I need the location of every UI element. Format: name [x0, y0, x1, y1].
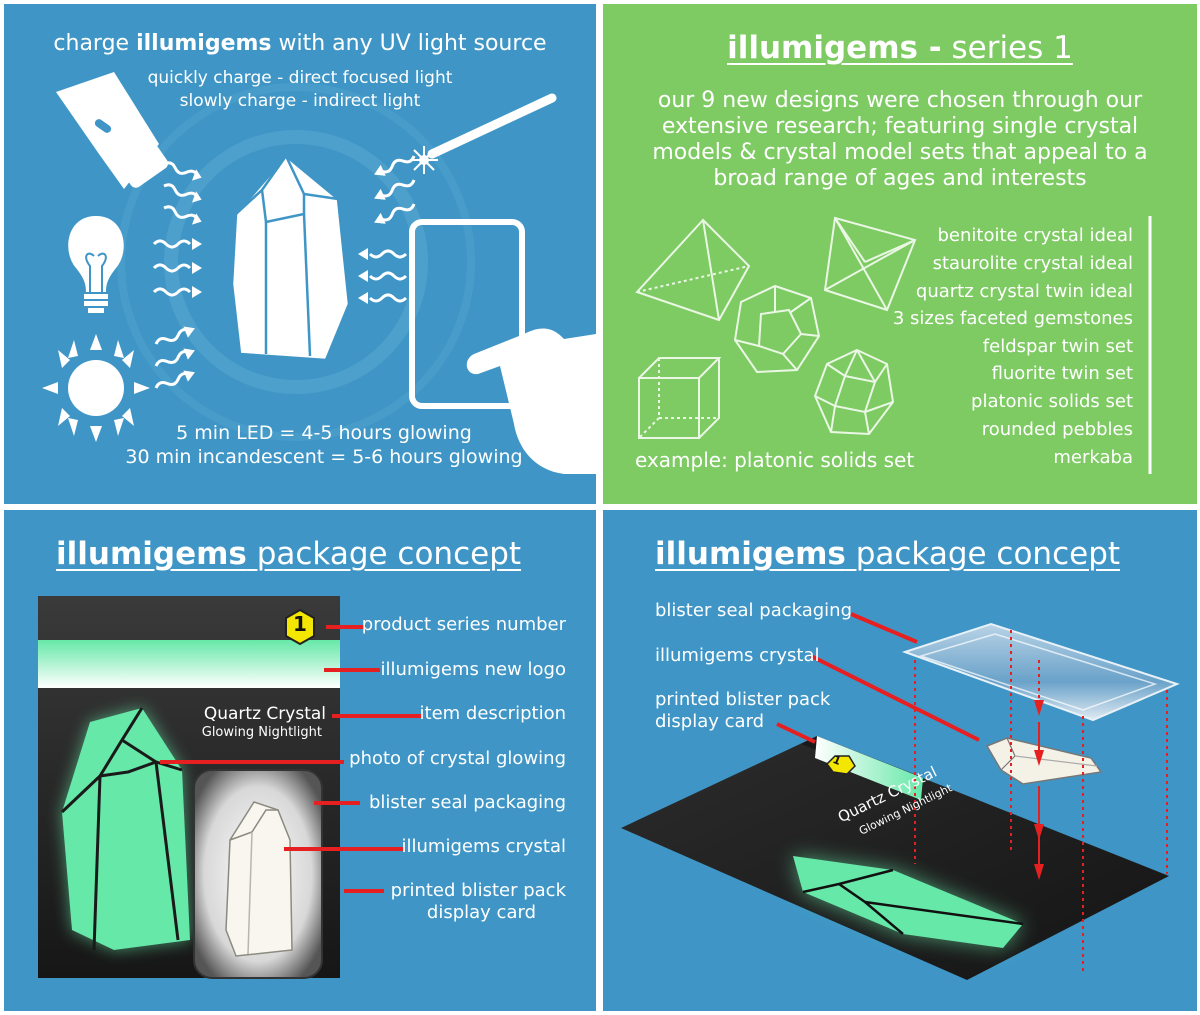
- crystal-icon: [230, 153, 351, 362]
- quick-charge-text: quickly charge - direct focused light: [147, 68, 453, 88]
- callout-label: display card: [426, 902, 536, 923]
- callout-line: [850, 612, 918, 644]
- uv-charging-illustration: [42, 72, 596, 474]
- sun-icon: [42, 334, 150, 442]
- icosahedron-icon: [813, 348, 895, 436]
- laser-pointer-icon: [410, 93, 557, 174]
- series-description: our 9 new designs were chosen through ou…: [652, 88, 1148, 191]
- blister-label: blister seal packaging: [655, 600, 853, 621]
- package-exploded-panel: illumigems package concept: [603, 510, 1197, 1011]
- dodecahedron-icon: [733, 284, 821, 374]
- callout-label: printed blister pack: [390, 880, 566, 901]
- light-bulb-icon: [68, 216, 124, 313]
- crystal-piece: [985, 737, 1103, 785]
- design-item: staurolite crystal ideal: [932, 253, 1133, 274]
- design-item: fluorite twin set: [991, 363, 1133, 384]
- panel3-title: illumigems package concept: [56, 536, 522, 572]
- octahedron-icon: [823, 216, 917, 312]
- package-front-panel: illumigems package concept: [4, 510, 596, 1011]
- callout-label: photo of crystal glowing: [349, 748, 566, 769]
- callout-label: illumigems crystal: [401, 836, 567, 857]
- card-label-line1: printed blister pack: [655, 689, 831, 710]
- blister-seal: [901, 622, 1180, 722]
- callout-label: blister seal packaging: [368, 792, 566, 813]
- flashlight-icon: [56, 72, 169, 189]
- design-item: quartz crystal twin ideal: [915, 281, 1133, 302]
- series-number-badge: 1: [293, 612, 307, 636]
- panel2-title: illumigems - series 1: [727, 30, 1073, 66]
- design-item: rounded pebbles: [981, 419, 1133, 440]
- led-glow-stat: 5 min LED = 4-5 hours glowing: [176, 422, 472, 444]
- display-card: [38, 596, 340, 979]
- design-item: benitoite crystal ideal: [937, 225, 1133, 246]
- phone-in-hand-icon: [409, 219, 596, 474]
- card-item-title: Quartz Crystal: [203, 704, 326, 724]
- incandescent-glow-stat: 30 min incandescent = 5-6 hours glowing: [125, 446, 523, 468]
- card-label-line2: display card: [655, 711, 765, 732]
- uv-charging-panel: charge illumigems with any UV light sour…: [4, 4, 596, 504]
- callout-label: item description: [419, 703, 566, 724]
- exploded-package-drawing: [621, 612, 1180, 980]
- design-item: platonic solids set: [971, 391, 1133, 412]
- package-card-drawing: [38, 596, 422, 979]
- tetrahedron-icon: [635, 218, 751, 322]
- card-item-subtitle: Glowing Nightlight: [201, 725, 322, 740]
- callout-label: product series number: [361, 614, 566, 635]
- callout-line: [810, 654, 980, 742]
- callout-label: illumigems new logo: [380, 659, 566, 680]
- slow-charge-text: slowly charge - indirect light: [179, 91, 421, 111]
- assembly-arrows: [1034, 660, 1044, 880]
- design-item: 3 sizes faceted gemstones: [892, 308, 1133, 329]
- panel1-title: charge illumigems with any UV light sour…: [53, 31, 547, 56]
- cube-icon: [638, 357, 722, 439]
- display-card: [621, 736, 1169, 980]
- callout-line: [776, 722, 816, 744]
- design-item: feldspar twin set: [982, 336, 1133, 357]
- series-1-panel: illumigems - series 1 our 9 new designs …: [603, 4, 1197, 504]
- design-item: merkaba: [1053, 447, 1133, 468]
- crystal-label: illumigems crystal: [655, 645, 820, 666]
- platonic-solids-drawing: [635, 216, 1152, 474]
- uv-wave-arrows: [152, 151, 417, 393]
- panel4-title: illumigems package concept: [655, 536, 1121, 572]
- example-caption: example: platonic solids set: [635, 448, 915, 472]
